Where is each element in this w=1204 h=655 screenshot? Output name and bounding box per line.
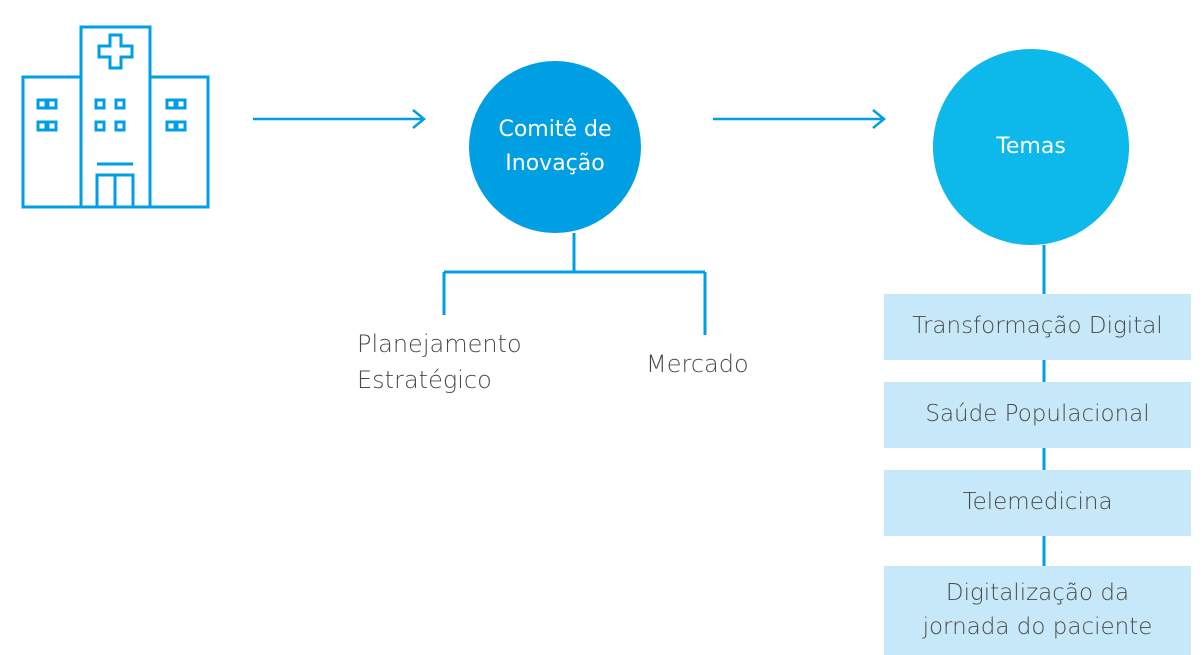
theme-item: Saúde Populacional: [884, 382, 1191, 448]
themes-node: Temas: [933, 49, 1129, 245]
theme-item: Digitalização da jornada do paciente: [884, 566, 1191, 655]
hospital-icon: [21, 25, 210, 209]
theme-item-label: Digitalização da: [945, 580, 1130, 607]
arrow-to-themes: [713, 109, 886, 129]
planning-label-line2: Estratégico: [357, 366, 492, 394]
theme-item-label: jornada do paciente: [922, 613, 1153, 640]
committee-label-line2: Inovação: [505, 151, 605, 176]
committee-tree-connector: [442, 233, 707, 335]
theme-item-label: Saúde Populacional: [925, 401, 1150, 428]
arrow-to-committee: [253, 109, 426, 129]
themes-title: Temas: [996, 133, 1066, 159]
market-label: Mercado: [646, 350, 749, 378]
planning-label: Planejamento Estratégico: [357, 326, 522, 398]
theme-item-label: Transformação Digital: [912, 313, 1163, 340]
committee-label-line1: Comitê de: [498, 116, 612, 142]
planning-label-line1: Planejamento: [357, 330, 522, 358]
theme-item-label: Telemedicina: [962, 489, 1113, 516]
theme-item: Telemedicina: [884, 470, 1191, 536]
theme-item: Transformação Digital: [884, 294, 1191, 360]
committee-node: Comitê de Inovação: [469, 61, 641, 233]
